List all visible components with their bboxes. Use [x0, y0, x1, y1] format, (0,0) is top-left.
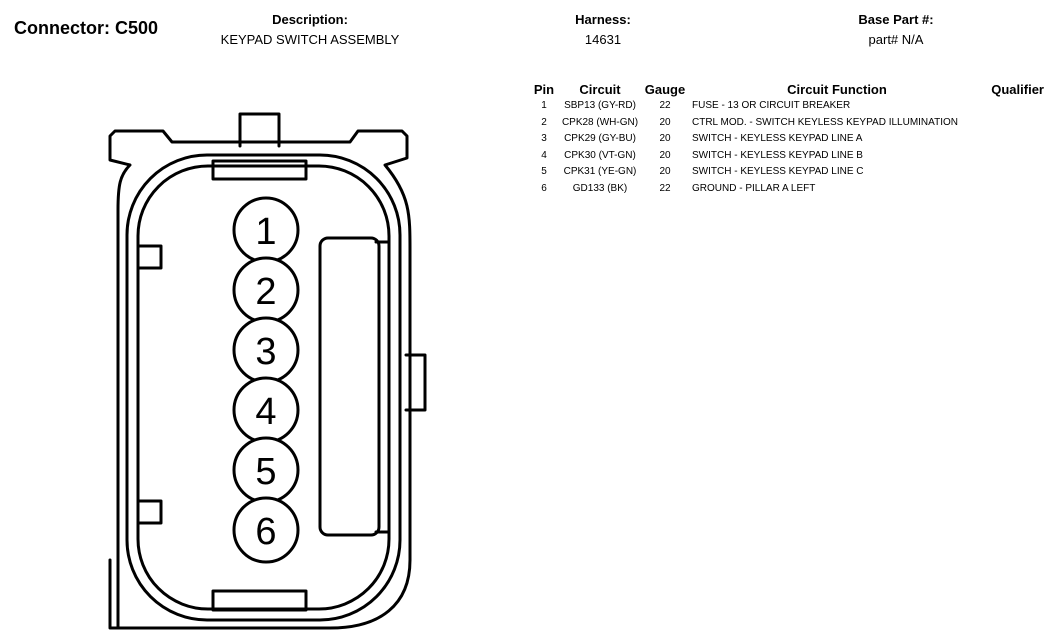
description-label: Description: — [272, 12, 348, 27]
row-pin: 1 — [541, 100, 547, 111]
table-row: 5 CPK31 (YE-GN) 20 SWITCH - KEYLESS KEYP… — [528, 164, 1044, 181]
connector-title: Connector: C500 — [14, 18, 159, 38]
bottom-key — [211, 589, 308, 612]
pin-cavities: 1 2 3 4 5 6 — [232, 196, 300, 564]
header-circuit: Circuit — [579, 82, 621, 97]
pin-number-2: 2 — [255, 271, 276, 313]
table-row: 1 SBP13 (GY-RD) 22 FUSE - 13 OR CIRCUIT … — [528, 98, 1044, 115]
top-key — [211, 159, 308, 181]
table-row: 4 CPK30 (VT-GN) 20 SWITCH - KEYLESS KEYP… — [528, 148, 1044, 165]
base-part-label: Base Part #: — [858, 12, 934, 27]
base-part-block: Base Part #: part# N/A — [826, 12, 966, 48]
table-row: 3 CPK29 (GY-BU) 20 SWITCH - KEYLESS KEYP… — [528, 131, 1044, 148]
row-function: GROUND - PILLAR A LEFT — [692, 182, 816, 194]
top-latch-tab — [238, 112, 281, 148]
row-function: SWITCH - KEYLESS KEYPAD LINE B — [692, 149, 863, 161]
row-gauge: 22 — [659, 182, 671, 194]
row-pin: 4 — [541, 149, 547, 161]
row-circuit: GD133 (BK) — [572, 182, 628, 194]
description-value: KEYPAD SWITCH ASSEMBLY — [220, 32, 400, 47]
right-outer-tab — [404, 353, 427, 412]
header-qualifier: Qualifier — [991, 82, 1044, 97]
lower-left-lip — [108, 558, 120, 630]
table-row: 6 GD133 (BK) 22 GROUND - PILLAR A LEFT — [528, 181, 1044, 198]
row-function: CTRL MOD. - SWITCH KEYLESS KEYPAD ILLUMI… — [692, 116, 958, 128]
row-function: FUSE - 13 OR CIRCUIT BREAKER — [692, 100, 851, 111]
row-pin: 2 — [541, 116, 547, 128]
pin-number-1: 1 — [255, 211, 276, 253]
row-circuit: CPK29 (GY-BU) — [564, 133, 636, 145]
inner-cavity-outer — [125, 153, 402, 622]
row-gauge: 20 — [659, 116, 671, 128]
row-pin: 3 — [541, 133, 547, 145]
header-circuit-function: Circuit Function — [787, 82, 887, 97]
pin-table: Pin Circuit Gauge Circuit Function Quali… — [528, 82, 1044, 198]
row-circuit: CPK31 (YE-GN) — [563, 166, 637, 178]
header-pin: Pin — [533, 82, 555, 97]
pin-number-6: 6 — [255, 511, 276, 553]
row-circuit: CPK30 (VT-GN) — [564, 149, 636, 161]
pin-cavity-6 — [232, 496, 300, 564]
row-gauge: 20 — [659, 166, 671, 178]
right-slot — [318, 236, 381, 537]
row-pin: 5 — [541, 166, 547, 178]
pin-number-5: 5 — [255, 451, 276, 493]
left-lower-tab — [136, 499, 163, 525]
row-gauge: 22 — [659, 100, 671, 111]
row-circuit: CPK28 (WH-GN) — [561, 116, 639, 128]
row-circuit: SBP13 (GY-RD) — [564, 100, 636, 111]
harness-label: Harness: — [575, 12, 631, 27]
harness-value: 14631 — [584, 32, 622, 47]
left-upper-tab — [136, 244, 163, 270]
table-row: 2 CPK28 (WH-GN) 20 CTRL MOD. - SWITCH KE… — [528, 115, 1044, 132]
row-gauge: 20 — [659, 133, 671, 145]
row-pin: 6 — [541, 182, 547, 194]
pin-number-3: 3 — [255, 331, 276, 373]
pin-number-4: 4 — [255, 391, 276, 433]
table-header-row: Pin Circuit Gauge Circuit Function Quali… — [528, 82, 1044, 98]
base-part-value: part# N/A — [868, 32, 924, 47]
description-block: Description: KEYPAD SWITCH ASSEMBLY — [200, 12, 420, 48]
outer-housing — [108, 129, 412, 630]
right-slot-rail — [374, 240, 391, 534]
header-gauge: Gauge — [644, 82, 686, 97]
row-function: SWITCH - KEYLESS KEYPAD LINE C — [692, 166, 864, 178]
row-gauge: 20 — [659, 149, 671, 161]
row-function: SWITCH - KEYLESS KEYPAD LINE A — [692, 133, 863, 145]
harness-block: Harness: 14631 — [553, 12, 653, 48]
